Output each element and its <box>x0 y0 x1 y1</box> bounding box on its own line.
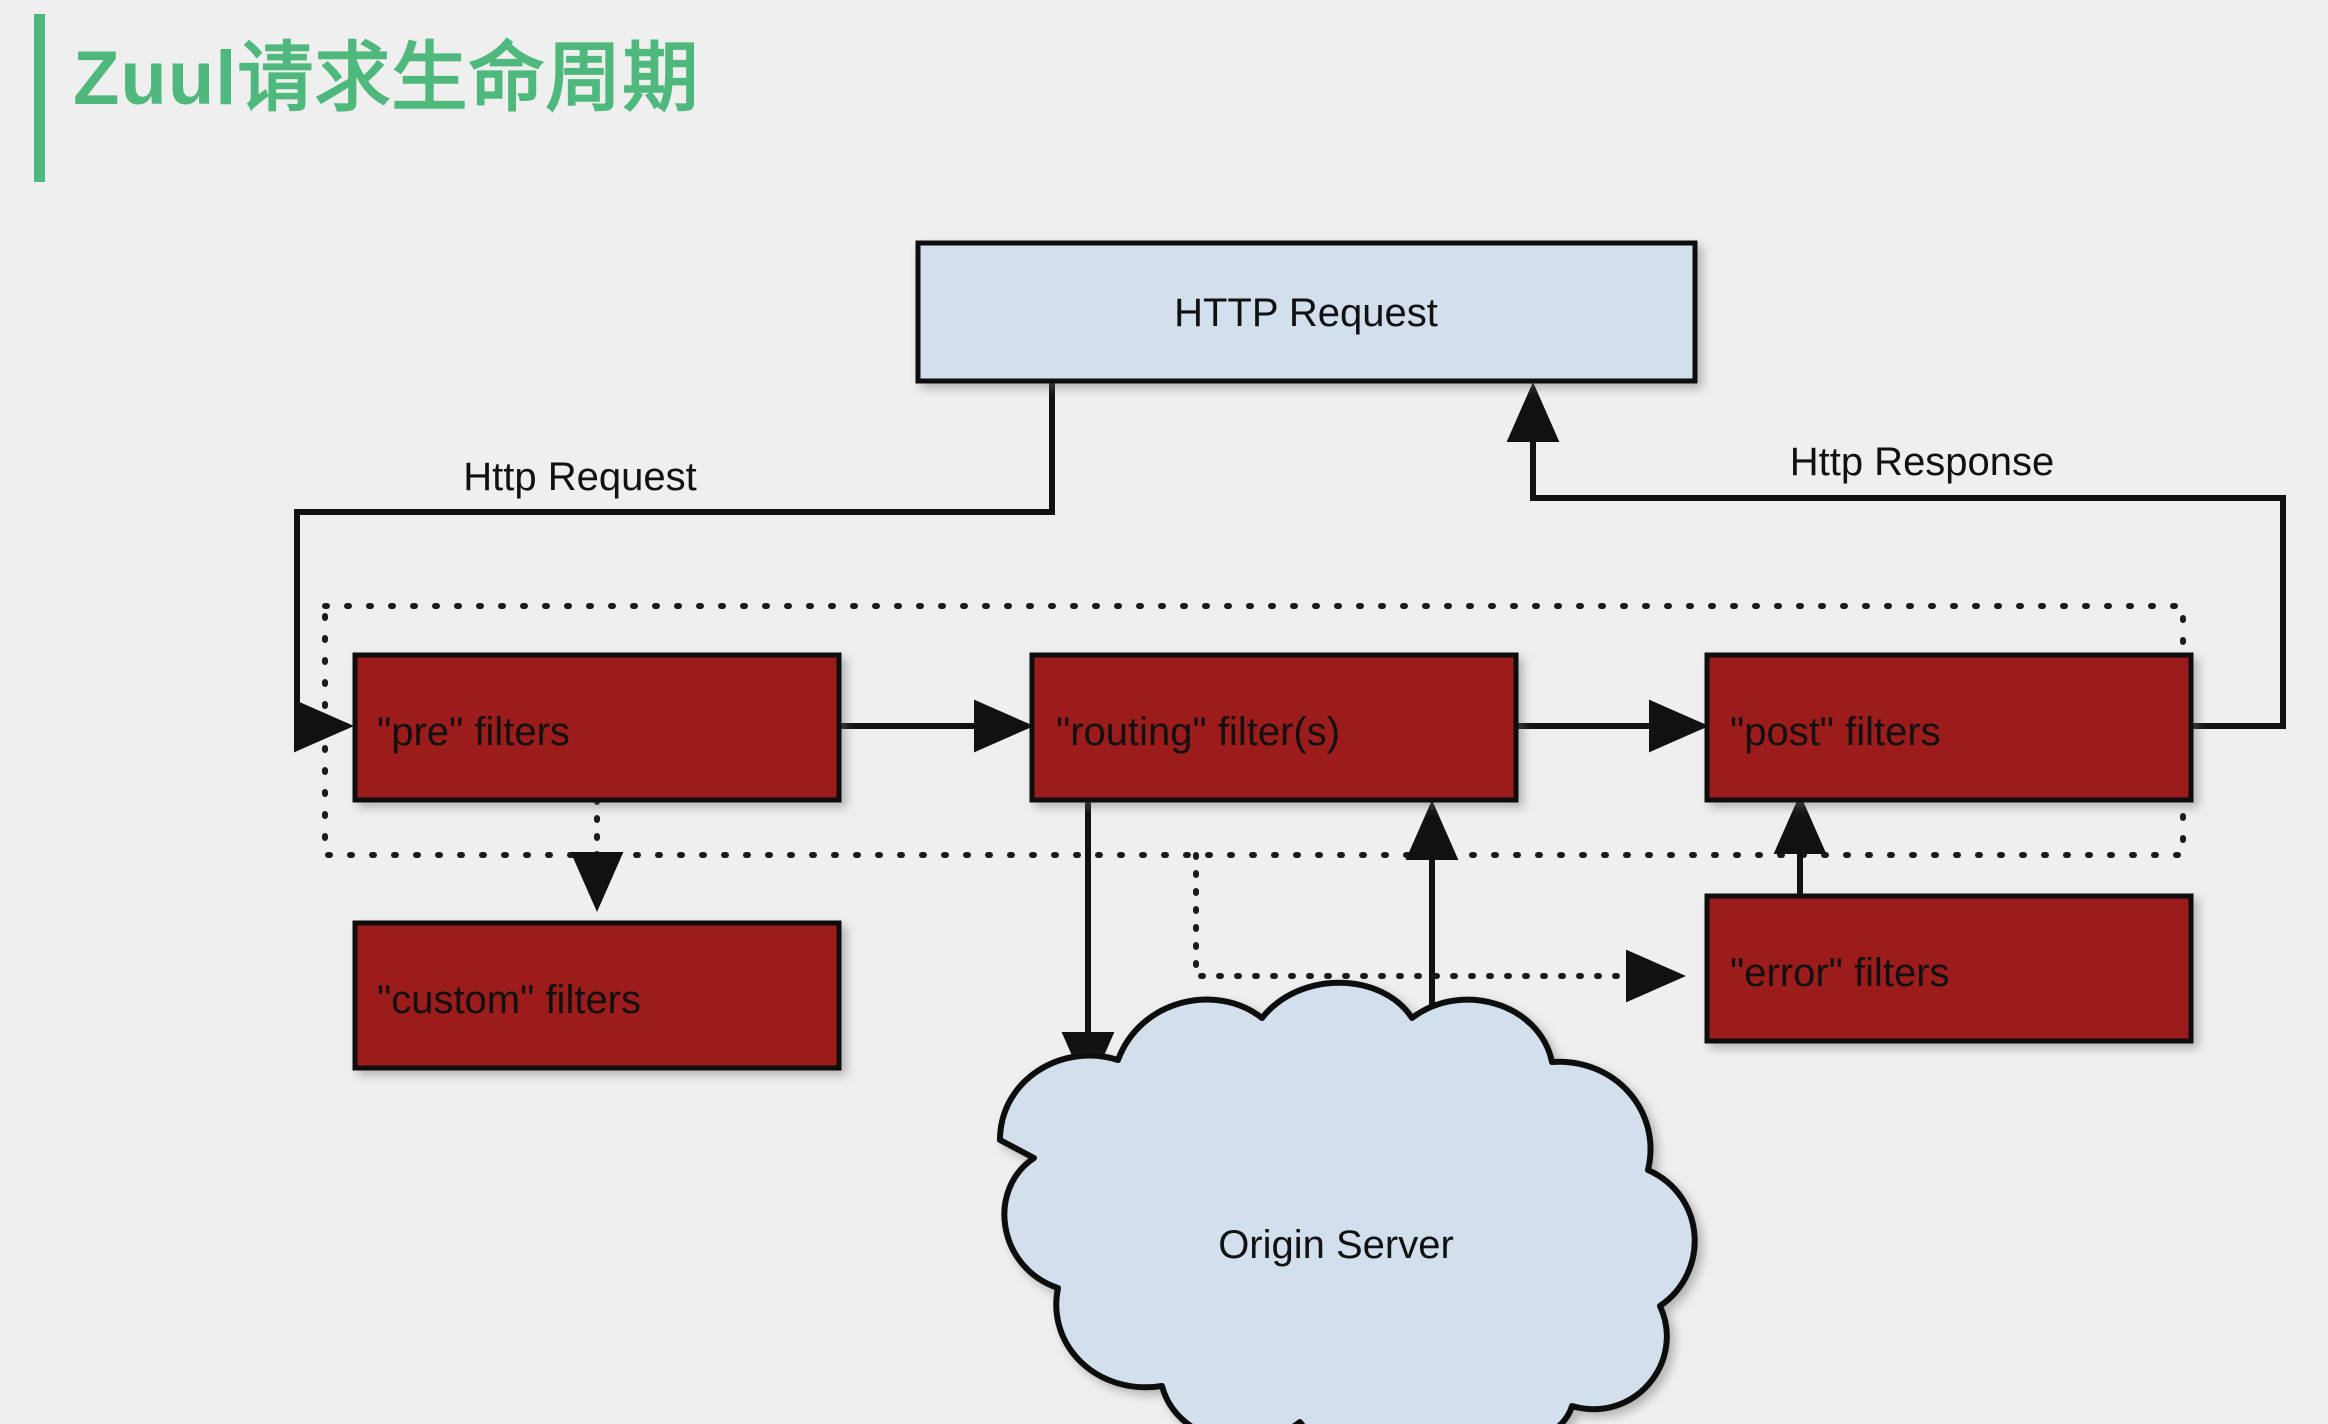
node-origin-server[interactable]: Origin Server <box>997 979 1698 1424</box>
node-routing-filters-label: "routing" filter(s) <box>1056 710 1340 754</box>
node-post-filters-label: "post" filters <box>1730 710 1941 754</box>
node-routing-filters[interactable]: "routing" filter(s) <box>1029 652 1519 803</box>
node-pre-filters[interactable]: "pre" filters <box>352 652 842 803</box>
node-http-request[interactable]: HTTP Request <box>915 240 1698 384</box>
edge-label-http-response: Http Response <box>1790 440 2055 484</box>
title-accent-bar <box>34 14 45 182</box>
edge-post-to-http-response <box>1506 382 2286 729</box>
title-label: Zuul请求生命周期 <box>73 36 700 121</box>
page-title: Zuul请求生命周期 <box>34 14 699 182</box>
node-error-filters-label: "error" filters <box>1730 951 1950 995</box>
edge-scope-to-error <box>1193 852 1686 1003</box>
node-pre-filters-label: "pre" filters <box>377 710 570 754</box>
node-error-filters[interactable]: "error" filters <box>1704 893 2194 1044</box>
edge-http-request-to-pre <box>294 382 1055 726</box>
node-http-request-label: HTTP Request <box>1174 291 1438 335</box>
node-custom-filters-label: "custom" filters <box>377 978 641 1022</box>
node-custom-filters[interactable]: "custom" filters <box>352 920 842 1071</box>
node-origin-server-label: Origin Server <box>1218 1223 1454 1267</box>
edge-label-http-request: Http Request <box>463 455 696 499</box>
node-post-filters[interactable]: "post" filters <box>1704 652 2194 803</box>
